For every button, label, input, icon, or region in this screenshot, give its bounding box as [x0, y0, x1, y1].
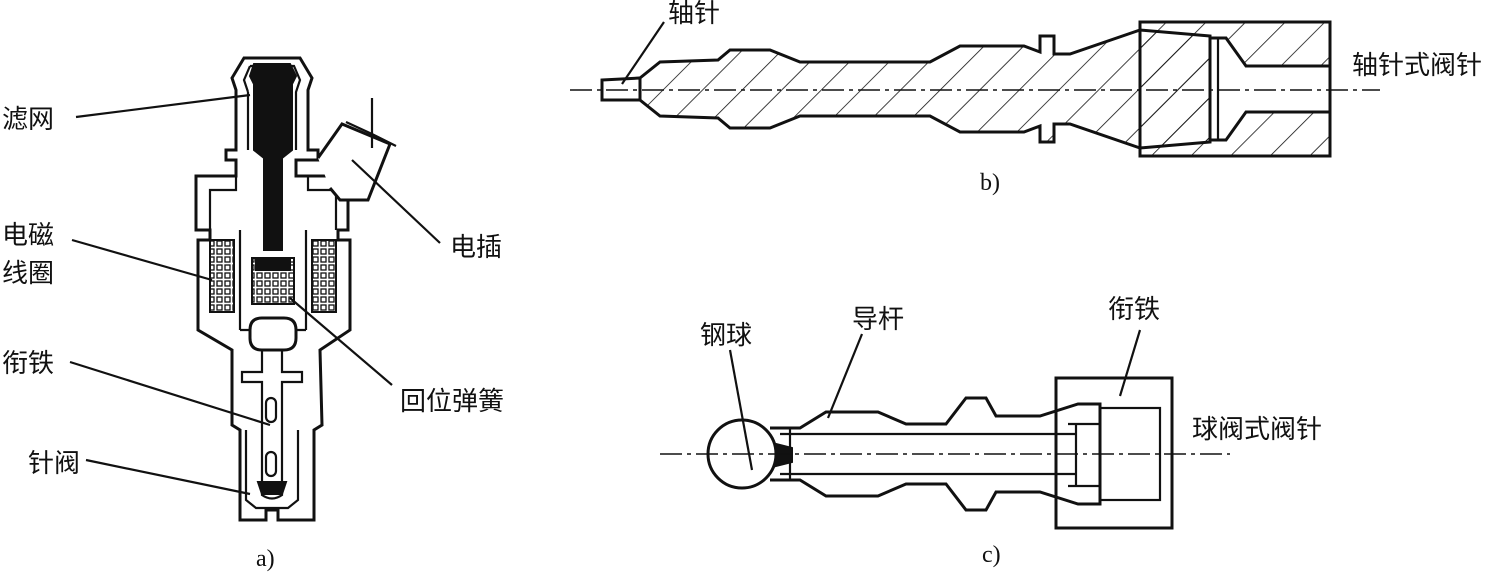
filter-element: [248, 63, 298, 251]
leader-guide-rod: [826, 333, 864, 419]
label-coil-line2: 线圈: [2, 259, 54, 289]
needle-slot-2: [264, 450, 278, 478]
leader-armature: [69, 360, 271, 427]
needle-tip: [256, 481, 288, 495]
pintle-needle-body: [638, 28, 1212, 150]
leader-needle-valve: [85, 458, 251, 496]
label-needle-valve: 针阀: [28, 449, 80, 479]
leader-connector: [351, 159, 441, 244]
label-return-spring: 回位弹簧: [400, 387, 504, 417]
label-steel-ball: 钢球: [700, 321, 752, 351]
armature-a: [248, 316, 298, 352]
injector-body-outline: [194, 56, 352, 522]
pintle-tip: [600, 76, 642, 102]
label-filter: 滤网: [2, 105, 54, 135]
label-connector: 电插: [450, 233, 502, 263]
caption-b: b): [980, 170, 1000, 196]
label-pintle: 轴针: [668, 0, 720, 29]
guide-rod-bore: [780, 422, 1100, 488]
spring-seat: [255, 257, 291, 271]
coil-right: [311, 239, 337, 313]
leader-armature-c: [1118, 329, 1142, 397]
leader-coil: [71, 238, 213, 282]
coil-housing: [238, 230, 308, 332]
pintle-needle-figure-b: 轴针 轴针式阀针 b): [570, 0, 1482, 196]
nozzle-inner: [244, 430, 300, 510]
label-armature-a: 衔铁: [2, 349, 54, 379]
needle-stem: [240, 350, 304, 500]
ball-needle-figure-c: 钢球 导杆 衔铁 球阀式阀针 c): [660, 295, 1322, 568]
caption-c: c): [982, 542, 1001, 568]
label-ball-type-needle: 球阀式阀针: [1192, 415, 1322, 445]
ball-seat: [775, 442, 793, 468]
armature-c: [1054, 376, 1174, 530]
label-armature-c: 衔铁: [1108, 295, 1160, 325]
armature-bore: [1208, 36, 1332, 142]
leader-steel-ball: [728, 349, 754, 471]
caption-a: a): [256, 546, 275, 572]
label-coil-line1: 电磁: [2, 221, 54, 251]
leader-pintle: [621, 21, 665, 85]
needle-slot-1: [264, 396, 278, 424]
injector-figure-a: 滤网 电磁 线圈 衔铁 针阀 电插 回位弹簧 a): [2, 56, 504, 572]
upper-shoulders: [208, 176, 338, 230]
leader-return-spring: [289, 297, 393, 386]
coil-left: [209, 239, 235, 313]
label-guide-rod: 导杆: [852, 305, 904, 335]
leader-filter: [75, 93, 251, 119]
label-pintle-type-needle: 轴针式阀针: [1352, 51, 1482, 81]
